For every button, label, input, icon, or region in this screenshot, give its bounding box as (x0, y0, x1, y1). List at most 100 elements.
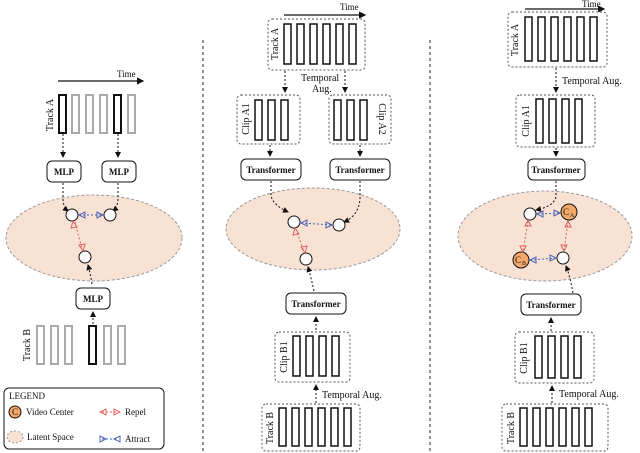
legend: LEGEND C Video Center Latent Space Repel… (3, 387, 165, 450)
frame (545, 407, 554, 447)
frame (309, 23, 318, 65)
attract-icon (99, 435, 121, 443)
clip-b1-label: Clip B1 (519, 342, 530, 373)
frame (548, 98, 557, 144)
repel-arrow (519, 218, 532, 254)
frame (535, 98, 544, 144)
frame (322, 23, 331, 65)
clip-a1-label: Clip A1 (241, 103, 252, 134)
embedding-node (556, 251, 570, 265)
frame (333, 99, 342, 141)
mlp-label: MLP (109, 167, 129, 177)
latent-space (457, 190, 633, 282)
frame (550, 16, 559, 62)
frame (127, 94, 136, 134)
legend-latent-space: Latent Space (27, 432, 74, 442)
time-label: Time (582, 0, 601, 9)
clip-a2-frames (333, 99, 368, 141)
frame (563, 16, 572, 62)
frame (584, 407, 593, 447)
embedding-node (332, 218, 346, 232)
frame (571, 407, 580, 447)
frame (50, 325, 59, 365)
embedding-node (103, 208, 117, 222)
legend-attract: Attract (125, 434, 150, 444)
transformer-box (527, 158, 586, 181)
frame (283, 23, 292, 65)
frame (359, 99, 368, 141)
attract-arrow (299, 219, 334, 229)
frame-selected (58, 94, 67, 134)
frame (99, 94, 108, 134)
transformer-label: Transformer (246, 165, 295, 175)
embedding-node (65, 208, 79, 222)
frame (267, 99, 276, 141)
time-label: Time (340, 2, 359, 12)
transformer-label: Transformer (531, 165, 580, 175)
frame (561, 98, 570, 144)
repel-arrow (292, 226, 308, 255)
video-center-a-subscript: A (570, 213, 575, 219)
mlp-label: MLP (83, 294, 103, 304)
frame (331, 335, 340, 377)
frame (291, 407, 300, 447)
clip-b1-label: Clip B1 (279, 341, 290, 372)
frame (576, 16, 585, 62)
clip-a1-frames (254, 99, 289, 141)
frame (296, 23, 305, 65)
panel-3: Time Track A Temporal Aug. Clip A1 Trans… (457, 0, 633, 452)
attract-arrow (528, 254, 558, 264)
clip-a1-label: Clip A1 (521, 105, 532, 136)
temporal-aug-label: Temporal (301, 73, 339, 84)
frame (519, 407, 528, 447)
mlp-box (46, 160, 82, 183)
frame (335, 23, 344, 65)
track-b-label: Track B (506, 412, 517, 444)
frame-selected (113, 94, 122, 134)
frame (305, 335, 314, 377)
embedding-node (523, 207, 537, 221)
embedding-node (78, 250, 92, 264)
frame (117, 325, 126, 365)
track-a-label: Track A (270, 27, 281, 60)
track-a-frames (58, 94, 136, 134)
temporal-aug-label: Temporal Aug. (559, 389, 619, 400)
attract-arrow (535, 209, 562, 218)
frame (532, 407, 541, 447)
panel-2: Time Track A Temporal Aug. Clip A1 Cl (225, 2, 401, 452)
mlp-box (75, 287, 111, 310)
frame (64, 325, 73, 365)
transformer-box (285, 292, 347, 315)
frame (537, 16, 546, 62)
track-a-label: Track A (510, 23, 521, 56)
flow-arrow (62, 183, 69, 212)
frame (348, 23, 357, 65)
frame (103, 325, 112, 365)
video-center-a (560, 203, 578, 221)
repel-arrow (560, 219, 572, 253)
transformer-label: Transformer (291, 299, 340, 309)
track-a-frames (524, 16, 598, 62)
frame-selected (88, 325, 97, 365)
track-b-frames (278, 407, 352, 447)
frame (547, 335, 556, 379)
latent-space-icon (6, 430, 24, 444)
legend-video-center: Video Center (26, 407, 74, 417)
legend-repel: Repel (125, 407, 146, 417)
frame (346, 99, 355, 141)
latent-space (225, 187, 401, 271)
temporal-aug-label: Aug. (312, 84, 332, 95)
flow-arrow (343, 181, 361, 223)
transformer-box (240, 158, 302, 181)
clip-a1-frames (535, 98, 583, 144)
repel-arrow (70, 219, 86, 253)
flow-arrow (270, 181, 289, 213)
transformer-box (329, 158, 391, 181)
frame (574, 98, 583, 144)
track-a-frames (283, 23, 357, 65)
video-center-b-subscript: B (522, 261, 526, 267)
latent-space (5, 194, 183, 282)
frame (330, 407, 339, 447)
frame (85, 94, 94, 134)
